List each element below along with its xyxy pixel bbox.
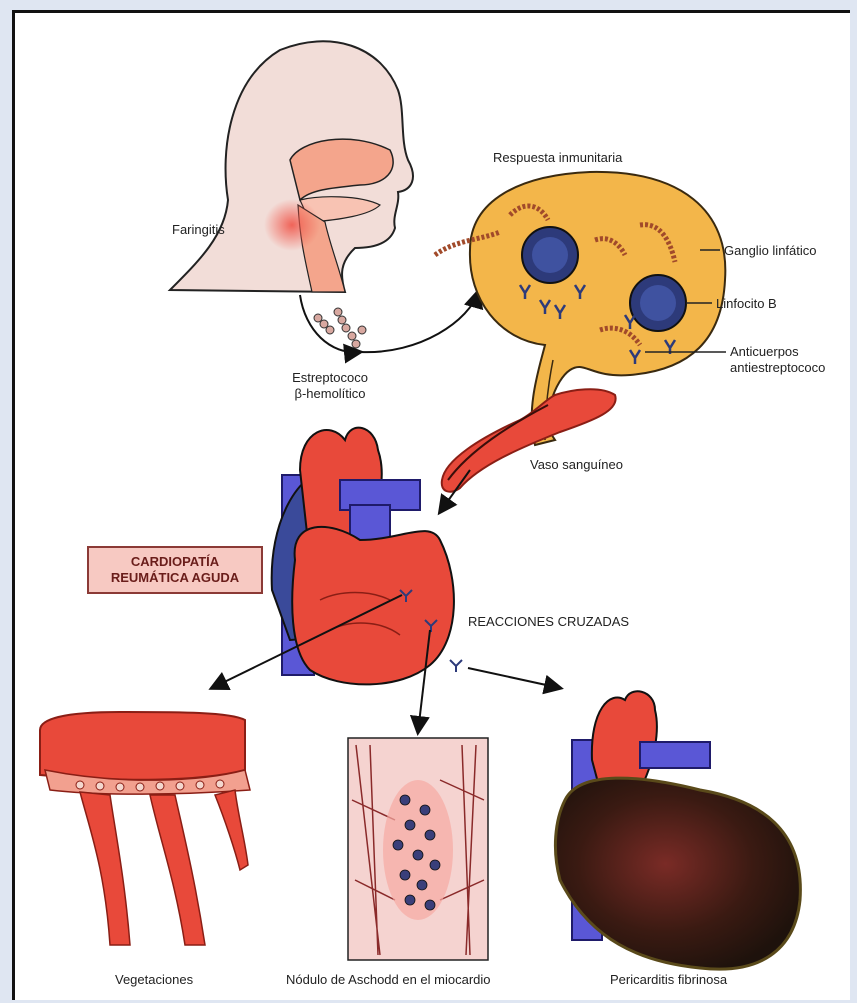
label-estreptococo: Estreptococo [282,370,378,386]
cardio-line-2: REUMÁTICA AGUDA [111,570,239,586]
pericarditis-heart [555,691,800,969]
label-reacciones-cruzadas: REACCIONES CRUZADAS [468,614,629,630]
label-vaso-sanguineo: Vaso sanguíneo [530,457,623,473]
aschoff-nodule [348,738,488,960]
label-linfocito-b: Linfocito B [716,296,777,312]
head-illustration [170,41,413,352]
valve-vegetations [40,712,250,945]
cardio-line-1: CARDIOPATÍA [131,554,219,570]
label-ganglio-linfatico: Ganglio linfático [724,243,817,259]
cardiopatia-label-box: CARDIOPATÍA REUMÁTICA AGUDA [87,546,263,594]
label-pericarditis-fibrinosa: Pericarditis fibrinosa [610,972,727,988]
streptococcus-chains [314,308,366,348]
label-anticuerpos: Anticuerpos [730,344,799,360]
throat-inflammation [264,199,320,251]
blood-vessel [440,389,616,512]
label-vegetaciones: Vegetaciones [115,972,193,988]
label-respuesta-inmunitaria: Respuesta inmunitaria [493,150,622,166]
label-antiestreptococo: antiestreptococo [730,360,825,376]
label-beta-hemolitico: β-hemolítico [282,386,378,402]
label-nodulo-aschodd: Nódulo de Aschodd en el miocardio [286,972,491,988]
label-faringitis: Faringitis [172,222,225,238]
